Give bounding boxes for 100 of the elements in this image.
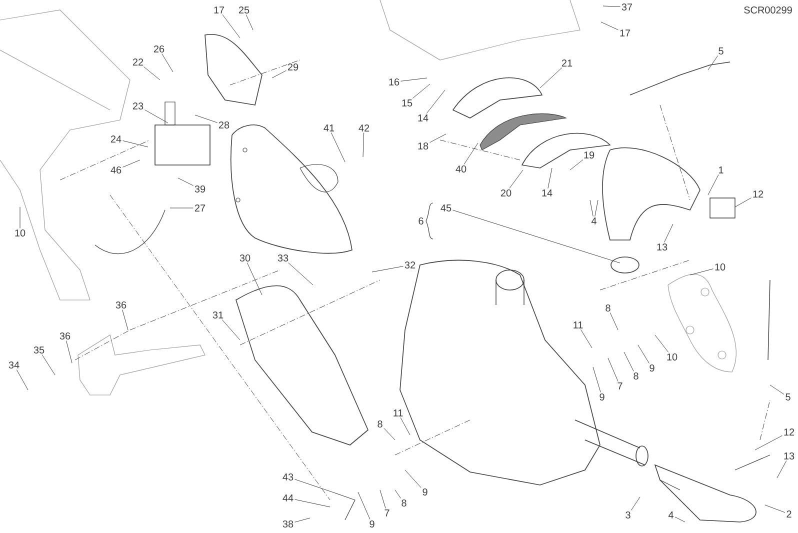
callout-number: 45 xyxy=(440,204,452,212)
leader-line xyxy=(144,110,168,124)
leader-line xyxy=(592,366,601,393)
callout-number: 25 xyxy=(238,6,250,14)
callout-number: 5 xyxy=(786,394,790,400)
callout-number: 34 xyxy=(8,361,20,369)
leader-line xyxy=(178,178,194,186)
leader-line xyxy=(66,340,72,364)
callout-number: 1 xyxy=(719,166,724,174)
leader-line xyxy=(384,428,396,440)
callout-number: 15 xyxy=(402,100,412,106)
callout-number: 8 xyxy=(402,499,406,507)
callout-number: 36 xyxy=(60,332,70,340)
leader-line xyxy=(674,516,686,522)
leader-line xyxy=(412,84,430,99)
callout-number: 28 xyxy=(218,121,230,129)
leader-line xyxy=(464,142,478,165)
callout-number: 41 xyxy=(324,124,334,132)
leader-line xyxy=(594,200,598,217)
leader-line xyxy=(590,200,594,217)
leader-line xyxy=(708,174,719,196)
callout-number: 9 xyxy=(422,488,428,496)
callout-number: 4 xyxy=(591,218,596,224)
callout-number: 7 xyxy=(618,382,622,390)
leader-line xyxy=(664,224,674,243)
callout-number: 9 xyxy=(650,364,654,372)
leader-line xyxy=(42,354,56,376)
leader-line xyxy=(288,262,314,286)
leader-line xyxy=(602,6,621,7)
callout-number: 16 xyxy=(389,78,400,86)
leader-line xyxy=(430,134,446,143)
callout-number: 43 xyxy=(282,473,294,481)
leader-line xyxy=(404,470,422,488)
callout-number: 8 xyxy=(606,304,610,312)
callout-number: 10 xyxy=(15,229,26,237)
leader-line xyxy=(624,352,634,372)
leader-line xyxy=(608,358,618,382)
leader-line xyxy=(580,329,592,348)
callout-number: 3 xyxy=(626,511,630,519)
leader-line xyxy=(294,499,330,508)
leader-line xyxy=(372,266,404,272)
leader-line xyxy=(754,435,783,450)
callout-number: 38 xyxy=(282,520,294,528)
callout-number: 37 xyxy=(622,3,632,11)
leader-line xyxy=(708,55,718,70)
callout-number: 33 xyxy=(278,254,288,262)
leader-line xyxy=(194,114,218,123)
callout-number: 30 xyxy=(240,254,250,262)
callout-number: 10 xyxy=(667,353,678,361)
callout-number: 13 xyxy=(657,243,668,251)
leader-line xyxy=(394,490,401,499)
callout-number: 14 xyxy=(418,114,428,122)
callout-number: 46 xyxy=(110,166,122,174)
leader-line xyxy=(548,168,552,189)
leader-line xyxy=(16,369,28,390)
leader-line xyxy=(246,262,262,296)
callout-number: 7 xyxy=(384,510,390,516)
leader-line xyxy=(272,70,287,78)
leader-line xyxy=(638,344,650,364)
leader-line xyxy=(362,132,364,158)
callout-number: 10 xyxy=(715,263,726,271)
callout-number: 9 xyxy=(600,393,604,401)
leader-line xyxy=(143,66,160,80)
leader-line xyxy=(122,160,140,168)
leader-line xyxy=(600,22,619,30)
drawing-code: SCR00299 xyxy=(744,6,792,14)
callout-number: 6 xyxy=(418,217,424,225)
callout-number: 40 xyxy=(456,165,466,173)
callout-number: 44 xyxy=(282,494,294,502)
callout-number: 27 xyxy=(194,204,206,212)
leader-line xyxy=(540,67,562,88)
callout-number: 17 xyxy=(214,6,224,14)
callout-number: 21 xyxy=(562,60,572,66)
leader-line xyxy=(570,159,584,170)
leader-line xyxy=(400,78,428,82)
callout-number: 26 xyxy=(154,45,164,53)
callout-number: 17 xyxy=(620,30,630,36)
callout-number: 24 xyxy=(110,136,122,142)
callout-number: 4 xyxy=(668,512,674,518)
callout-number: 14 xyxy=(542,190,552,196)
callout-number: 12 xyxy=(753,190,764,198)
leader-line xyxy=(330,132,346,162)
leader-line xyxy=(294,518,310,522)
callout-number: 11 xyxy=(574,322,583,328)
leader-line xyxy=(610,312,618,330)
callout-number: 9 xyxy=(370,520,374,528)
leader-line xyxy=(690,268,714,276)
callout-number: 29 xyxy=(288,63,298,71)
callout-number: 8 xyxy=(634,372,638,380)
leader-line xyxy=(358,492,370,520)
callout-number: 11 xyxy=(394,410,403,416)
leader-line xyxy=(630,496,640,511)
callout-number: 22 xyxy=(132,58,144,66)
callout-number: 32 xyxy=(404,261,416,269)
leader-line xyxy=(162,53,174,72)
callout-number: 8 xyxy=(378,420,382,428)
callout-number: 23 xyxy=(132,102,144,110)
leader-line xyxy=(764,504,786,513)
callout-number: 39 xyxy=(194,185,206,193)
leader-line xyxy=(222,14,240,38)
